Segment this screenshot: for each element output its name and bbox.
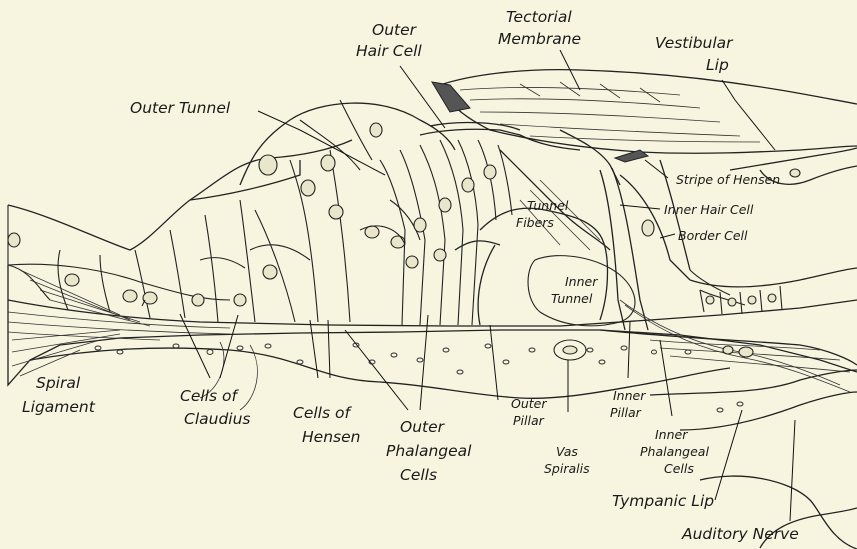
label-inner-phalangeal-3: Cells	[664, 461, 694, 476]
label-vestibular-lip-2: Lip	[706, 56, 729, 74]
label-vas-spiralis-2: Spiralis	[544, 461, 590, 476]
label-auditory-nerve: Auditory Nerve	[681, 525, 799, 543]
label-outer-pillar-1: Outer	[511, 396, 547, 411]
label-vas-spiralis-1: Vas	[556, 444, 578, 459]
label-outer-phalangeal-3: Cells	[400, 466, 437, 484]
label-outer-pillar-2: Pillar	[513, 413, 545, 428]
label-outer-phalangeal-1: Outer	[400, 418, 446, 436]
label-inner-tunnel-2: Tunnel	[551, 291, 593, 306]
label-inner-pillar-2: Pillar	[610, 405, 642, 420]
label-outer-tunnel: Outer Tunnel	[130, 99, 231, 117]
label-inner-hair-cell: Inner Hair Cell	[664, 202, 754, 217]
label-tunnel-fibers-2: Fibers	[516, 215, 554, 230]
label-border-cell: Border Cell	[678, 228, 748, 243]
label-inner-pillar-1: Inner	[613, 388, 646, 403]
label-inner-tunnel-1: Inner	[565, 274, 598, 289]
label-outer-phalangeal-2: Phalangeal	[386, 442, 472, 460]
label-tectorial-membrane-2: Membrane	[498, 30, 581, 48]
label-spiral-ligament-1: Spiral	[36, 374, 81, 392]
label-cells-of-hensen-1: Cells of	[293, 404, 352, 422]
label-tectorial-membrane-1: Tectorial	[506, 8, 572, 26]
label-cells-of-claudius-1: Cells of	[180, 387, 239, 405]
label-outer-hair-cell-2: Hair Cell	[356, 42, 422, 60]
label-cells-of-hensen-2: Hensen	[302, 428, 360, 446]
label-stripe-of-hensen: Stripe of Hensen	[676, 172, 780, 187]
label-cells-of-claudius-2: Claudius	[184, 410, 251, 428]
label-inner-phalangeal-1: Inner	[655, 427, 688, 442]
label-outer-hair-cell-1: Outer	[372, 21, 418, 39]
label-inner-phalangeal-2: Phalangeal	[640, 444, 709, 459]
label-tunnel-fibers-1: Tunnel	[527, 198, 569, 213]
label-tympanic-lip: Tympanic Lip	[612, 492, 714, 510]
label-vestibular-lip-1: Vestibular	[655, 34, 734, 52]
label-spiral-ligament-2: Ligament	[22, 398, 96, 416]
